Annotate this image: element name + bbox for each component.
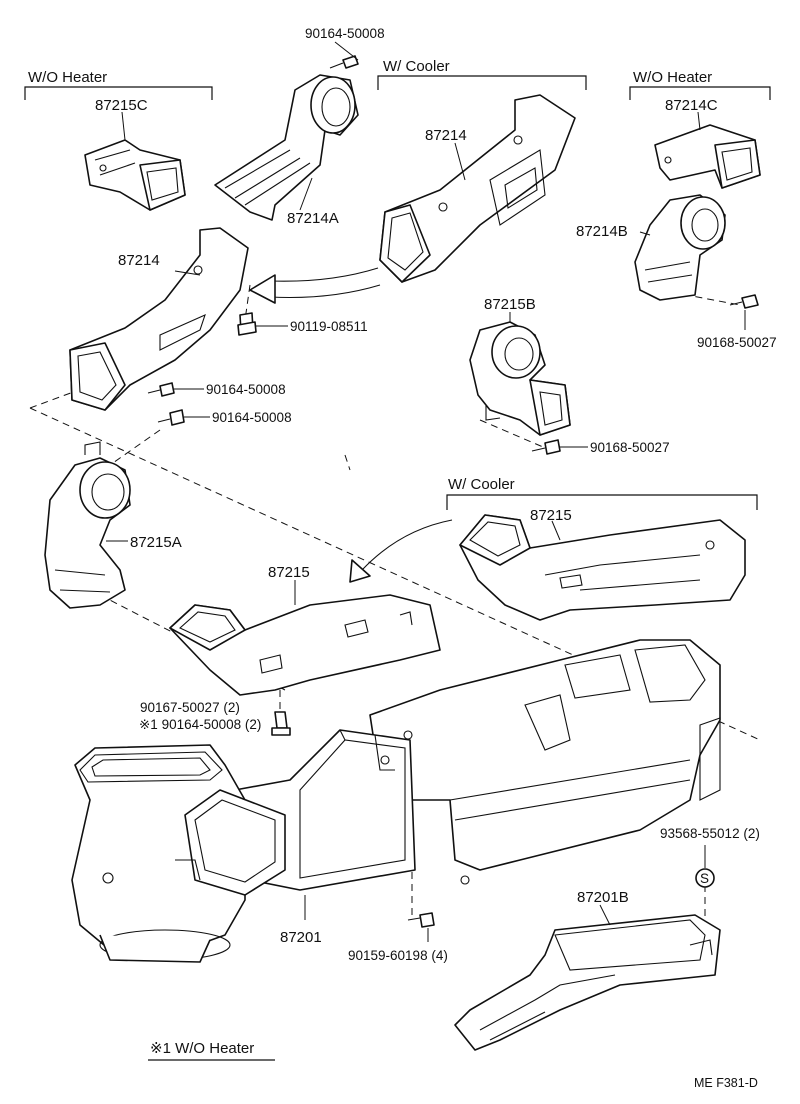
label-87215A: 87215A [130,534,182,551]
part-87215-center: 87215 [169,564,441,696]
group-label-wo-heater-right: W/O Heater [633,69,712,86]
label-90159-60198: 90159-60198 (4) [348,948,448,963]
bracket-wo-heater-left: W/O Heater [24,69,213,100]
bolt-90119-08511: 90119-08511 [237,312,368,336]
screw-90168-50027-right: 90168-50027 [697,294,777,350]
label-87201: 87201 [280,929,322,946]
swap-arrow-mid [349,519,453,583]
swap-arrow-top [249,267,381,304]
screw-90167-50027: 90167-50027 (2) ※1 90164-50008 (2) [139,700,291,736]
screw-90159-60198: 90159-60198 (4) [348,912,448,963]
label-87215-center: 87215 [268,564,310,581]
label-90164-50008-b: 90164-50008 [212,410,292,425]
bracket-w-cooler-top: W/ Cooler [377,58,587,90]
label-93568-55012: 93568-55012 (2) [660,826,760,841]
drawing-code: ME F381-D [694,1076,758,1090]
screw-90168-50027-mid: 90168-50027 [531,439,670,455]
label-87201B: 87201B [577,889,629,906]
screw-90164-50008-top: 90164-50008 [305,26,385,69]
label-87214B: 87214B [576,223,628,240]
label-87215C: 87215C [95,97,148,114]
label-90168-50027-right: 90168-50027 [697,335,777,350]
label-90164-50008-top: 90164-50008 [305,26,385,41]
group-label-w-cooler-mid: W/ Cooler [448,476,515,493]
bracket-w-cooler-mid: W/ Cooler [446,476,758,510]
s-mark: S [700,871,709,886]
label-87214-left: 87214 [118,252,160,269]
bracket-wo-heater-right: W/O Heater [629,69,771,100]
part-87214B: 87214B [576,194,726,301]
label-87215B: 87215B [484,296,536,313]
part-87215C: 87215C [84,97,186,211]
group-label-w-cooler-top: W/ Cooler [383,58,450,75]
label-90167-50027: 90167-50027 (2) [140,700,240,715]
label-87215-cooler: 87215 [530,507,572,524]
screw-90164-50008-b: 90164-50008 [157,409,292,426]
footnote-text: ※1 W/O Heater [150,1040,254,1057]
footnote: ※1 W/O Heater [148,1040,275,1061]
label-87214A: 87214A [287,210,339,227]
label-90168-50027-mid: 90168-50027 [590,440,670,455]
label-90119-08511: 90119-08511 [290,319,368,334]
screw-90164-50008-a: 90164-50008 [147,382,286,397]
part-87201B: 87201B [454,889,721,1051]
part-87214-cooler: 87214 [379,94,576,283]
clip-93568-55012: 93568-55012 (2) S [660,826,760,888]
part-87215-cooler: 87215 [459,507,746,621]
label-87214-cooler: 87214 [425,127,467,144]
label-90164-50008-a: 90164-50008 [206,382,286,397]
part-87214A: 87214A [214,74,359,227]
label-87214C: 87214C [665,97,718,114]
part-87214-left: 87214 [69,227,249,411]
part-air-duct-main [369,639,721,885]
part-87215B: 87215B [469,296,571,436]
part-87215A: 87215A [44,441,182,609]
label-90164-50008-note: ※1 90164-50008 (2) [139,717,261,732]
group-label-wo-heater-left: W/O Heater [28,69,107,86]
part-blower-housing [71,744,286,963]
part-87214C: 87214C [654,97,761,189]
